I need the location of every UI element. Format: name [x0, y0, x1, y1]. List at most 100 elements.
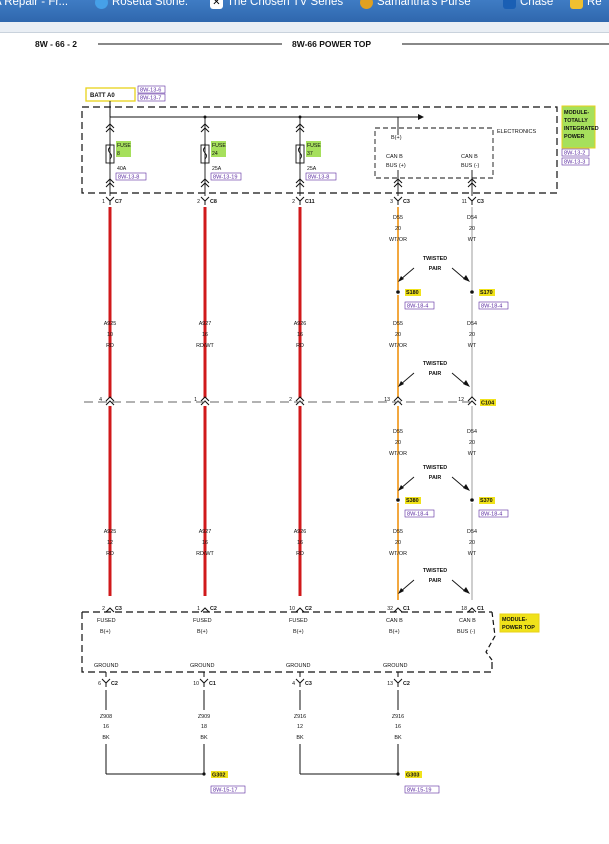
- connector-chevron: [393, 178, 403, 188]
- fuse-amps: 40A: [117, 166, 127, 172]
- twisted-pair-arrowhead: [463, 484, 470, 491]
- power-top-name-2: POWER TOP: [502, 625, 535, 631]
- wire-code: D55: [393, 321, 403, 327]
- power-top-module-box: [81, 611, 493, 673]
- pt-input-2b: B(+): [197, 629, 208, 635]
- connector-name: C3: [477, 199, 484, 205]
- wire-code: A926: [294, 529, 307, 535]
- connector-name: C3: [403, 199, 410, 205]
- twisted-pair-label: PAIR: [429, 371, 442, 377]
- fuse-amps: 25A: [212, 166, 222, 172]
- bookmark-rosetta[interactable]: Rosetta Stone:: [95, 0, 188, 10]
- fuse-number: 24: [212, 151, 218, 157]
- splice-ref-box: [404, 509, 435, 518]
- connector-pin: 13: [387, 681, 393, 687]
- pt-input-3a: FUSED: [289, 618, 308, 624]
- tipm-name-2: TOTALLY: [564, 118, 588, 124]
- bookmarks-bar: A Repair - Fr... Rosetta Stone: ✕The Cho…: [0, 0, 609, 22]
- wire-color: RD: [106, 343, 114, 349]
- can-top-minus-1: CAN B: [461, 154, 478, 160]
- fuse-highlight: [306, 141, 321, 157]
- connector-pin: 6: [98, 681, 101, 687]
- wire-gauge: 20: [395, 540, 401, 546]
- batt-ref-1: 8W-13-6: [140, 88, 161, 94]
- power-top-name-1: MODULE-: [502, 617, 527, 623]
- wire-gauge: 16: [297, 332, 303, 338]
- connector-pin: 4: [292, 681, 295, 687]
- bookmark-chosen[interactable]: ✕The Chosen TV Series: [210, 0, 343, 10]
- wire-color: WT/OR: [389, 237, 407, 243]
- connector-y-symbol: [199, 678, 209, 687]
- splice-dot: [470, 290, 474, 294]
- bookmark-samanthas-purse[interactable]: Samantha's Purse: [360, 0, 471, 10]
- g302-label: G302: [212, 773, 225, 779]
- rosetta-icon: [95, 0, 108, 9]
- wire-color: WT/OR: [389, 551, 407, 557]
- connector-pin: 18: [461, 606, 467, 612]
- splice-label: S170: [480, 290, 493, 296]
- bookmark-chase[interactable]: Chase: [503, 0, 553, 10]
- wire-gauge: 16: [202, 540, 208, 546]
- wire-color: WT/OR: [389, 343, 407, 349]
- ground-label-4: GROUND: [383, 663, 407, 669]
- twisted-pair-label: PAIR: [429, 475, 442, 481]
- wire-code: Z916: [294, 714, 306, 720]
- splice-ref: 8W-18-4: [481, 304, 502, 310]
- wire-gauge: 10: [107, 332, 113, 338]
- twisted-pair-arrow: [451, 267, 467, 281]
- connector-pin: 12: [458, 397, 464, 403]
- splice-label: S370: [480, 498, 493, 504]
- wire-color: RD: [296, 551, 304, 557]
- wire-color: WT: [468, 343, 477, 349]
- twisted-pair-arrowhead: [398, 381, 404, 387]
- connector-name: C1: [477, 606, 484, 612]
- pt-input-4a: CAN B: [386, 618, 403, 624]
- can-top-plus-2: BUS (+): [386, 163, 406, 169]
- connector-chevron: [295, 396, 305, 406]
- bookmark-label: The Chosen TV Series: [227, 0, 344, 8]
- wire-gauge: 12: [107, 540, 113, 546]
- bplus-label: B(+): [391, 135, 402, 141]
- bookmark-a-repair[interactable]: A Repair - Fr...: [0, 0, 68, 10]
- wire-code: Z908: [100, 714, 112, 720]
- twisted-pair-arrowhead: [398, 485, 404, 491]
- connector-pin: 11: [462, 199, 467, 205]
- connector-chevron: [200, 178, 210, 188]
- wire-gauge: 20: [395, 226, 401, 232]
- connector-y-symbol: [101, 678, 111, 687]
- twisted-pair-label: TWISTED: [423, 361, 447, 367]
- splice-highlight: [405, 289, 421, 296]
- connector-chevron: [105, 396, 115, 406]
- bookmark-re[interactable]: Re: [570, 0, 602, 10]
- connector-pin: 4: [99, 397, 102, 403]
- connector-name: C1: [403, 606, 410, 612]
- connector-chevron: [105, 178, 115, 188]
- wire-code: Z916: [392, 714, 404, 720]
- splice-ref: 8W-18-4: [407, 304, 428, 310]
- wire-gauge: 20: [469, 540, 475, 546]
- connector-chevron: [295, 123, 305, 133]
- fuse-label: FUSE: [212, 143, 226, 149]
- twisted-pair-arrowhead: [398, 276, 404, 282]
- fuse-ref-box: [305, 172, 337, 181]
- fuse-amps: 25A: [307, 166, 317, 172]
- fuse-ref: 8W-13-19: [213, 175, 237, 181]
- twisted-pair-arrow: [451, 579, 467, 593]
- wire-code: D55: [393, 529, 403, 535]
- wire-gauge: 20: [395, 332, 401, 338]
- pt-input-4b: B(+): [389, 629, 400, 635]
- wire-group: [101, 117, 477, 774]
- connector-pin: 32: [387, 606, 393, 612]
- wire-code: D54: [467, 429, 477, 435]
- pt-input-2a: FUSED: [193, 618, 212, 624]
- twisted-pair-arrow: [451, 476, 467, 490]
- can-top-minus-2: BUS (-): [461, 163, 480, 169]
- bookmark-label: Re: [587, 0, 602, 8]
- twisted-pair-label: TWISTED: [423, 256, 447, 262]
- splice-highlight: [405, 497, 421, 504]
- fuse-ref: 8W-13-8: [308, 175, 329, 181]
- wire-gauge: 16: [395, 724, 401, 730]
- connector-chevron: [393, 396, 403, 406]
- connector-pin: 13: [384, 397, 390, 403]
